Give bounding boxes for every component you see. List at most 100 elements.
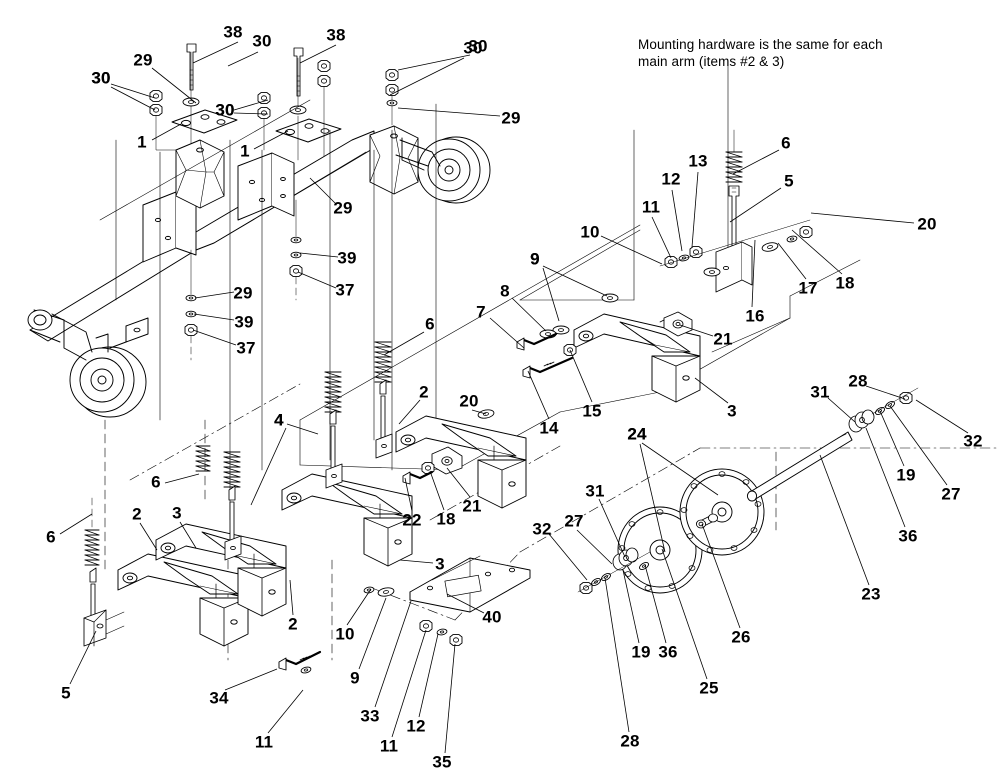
leader-line-39 — [299, 252, 339, 258]
callout-10: 10 — [580, 222, 600, 242]
leader-line-3 — [399, 559, 434, 564]
callout-20: 20 — [459, 391, 479, 411]
leader-line-9 — [542, 265, 608, 297]
callout-23: 23 — [861, 584, 881, 604]
spring-6-left — [84, 497, 100, 566]
tie-rod-a — [325, 409, 343, 489]
leader-line-36 — [865, 427, 906, 528]
main-arm-3-right — [573, 313, 701, 403]
callout-30: 30 — [252, 31, 272, 51]
leader-line-37 — [297, 271, 337, 289]
callout-11: 11 — [254, 732, 274, 752]
leader-line-30 — [110, 86, 156, 111]
leader-line-30 — [233, 112, 269, 115]
leader-line-1 — [253, 130, 289, 150]
callout-30: 30 — [215, 100, 235, 120]
callout-34: 34 — [209, 688, 229, 708]
callout-3: 3 — [727, 401, 737, 421]
callout-14: 14 — [539, 418, 559, 438]
callout-6: 6 — [781, 133, 791, 153]
leader-line-4 — [286, 423, 319, 435]
leader-line-5 — [69, 630, 97, 685]
leader-line-6 — [164, 473, 200, 484]
bolt-7 — [516, 332, 558, 351]
leader-line-35 — [444, 643, 456, 754]
callout-29: 29 — [233, 283, 253, 303]
callout-33: 33 — [360, 706, 380, 726]
leader-line-21 — [446, 467, 471, 498]
callout-6: 6 — [425, 314, 435, 334]
leader-line-38 — [299, 44, 337, 64]
spring-6-d — [195, 445, 211, 472]
leader-line-7 — [489, 317, 525, 349]
callout-2: 2 — [419, 382, 429, 402]
main-frame — [29, 125, 419, 342]
callout-32: 32 — [532, 519, 552, 539]
main-arm-2-back — [281, 473, 413, 567]
callout-30: 30 — [215, 100, 235, 120]
main-arm-2-front — [117, 553, 249, 647]
tie-rod-b — [375, 379, 393, 459]
callout-31: 31 — [810, 382, 830, 402]
leader-line-30 — [110, 83, 156, 99]
callout-3: 3 — [172, 503, 182, 523]
leader-line-34 — [224, 668, 278, 691]
leader-line-30 — [227, 51, 259, 67]
leader-line-40 — [446, 593, 485, 614]
leader-line-4 — [250, 427, 287, 506]
collar-31-left — [612, 547, 639, 571]
callout-1: 1 — [137, 132, 147, 152]
callout-12: 12 — [661, 169, 681, 189]
callout-20: 20 — [917, 214, 937, 234]
leader-line-1 — [151, 123, 182, 141]
leader-line-24 — [641, 442, 719, 496]
leader-line-6 — [732, 149, 780, 175]
leader-line-37 — [192, 329, 237, 346]
leader-line-14 — [527, 370, 550, 420]
leader-line-5 — [729, 187, 782, 223]
leader-line-2 — [398, 399, 421, 425]
leader-line-23 — [819, 454, 870, 586]
callout-38: 38 — [223, 22, 243, 42]
leader-line-29 — [309, 177, 337, 205]
caster-wheel-left — [27, 309, 149, 418]
callout-29: 29 — [501, 108, 521, 128]
callout-12: 12 — [406, 716, 426, 736]
clevis-21 — [659, 311, 693, 337]
leader-line-3 — [179, 521, 197, 549]
callout-6: 6 — [151, 472, 161, 492]
shaft-23 — [746, 431, 853, 502]
callout-18: 18 — [835, 273, 855, 293]
callout-35: 35 — [432, 752, 452, 772]
callout-18: 18 — [436, 509, 456, 529]
callout-37: 37 — [236, 338, 256, 358]
mount-plate-right — [275, 118, 342, 143]
callout-6: 6 — [46, 527, 56, 547]
collar-31-right — [848, 409, 875, 433]
callout-36: 36 — [658, 642, 678, 662]
leader-line-38 — [192, 41, 239, 64]
caster-wheel-right — [395, 136, 491, 204]
leader-line-25 — [661, 548, 708, 680]
bolt-22 — [402, 470, 434, 485]
callout-27: 27 — [941, 484, 961, 504]
leader-line-17 — [777, 242, 807, 280]
leader-line-31 — [598, 498, 626, 558]
callout-30: 30 — [91, 68, 111, 88]
leader-line-3 — [694, 377, 729, 404]
callout-28: 28 — [848, 371, 868, 391]
leader-line-11 — [391, 629, 427, 738]
leader-line-29 — [397, 107, 501, 117]
callout-11: 11 — [641, 197, 661, 217]
leader-line-32 — [915, 399, 969, 434]
leader-line-9 — [542, 267, 560, 322]
callout-5: 5 — [61, 683, 71, 703]
leader-line-11 — [651, 216, 672, 259]
spring-6-c — [223, 451, 241, 488]
leader-line-19 — [622, 569, 640, 644]
leader-line-2 — [139, 522, 158, 551]
leader-line-16 — [751, 239, 756, 308]
callout-31: 31 — [585, 481, 605, 501]
callout-13: 13 — [688, 151, 708, 171]
